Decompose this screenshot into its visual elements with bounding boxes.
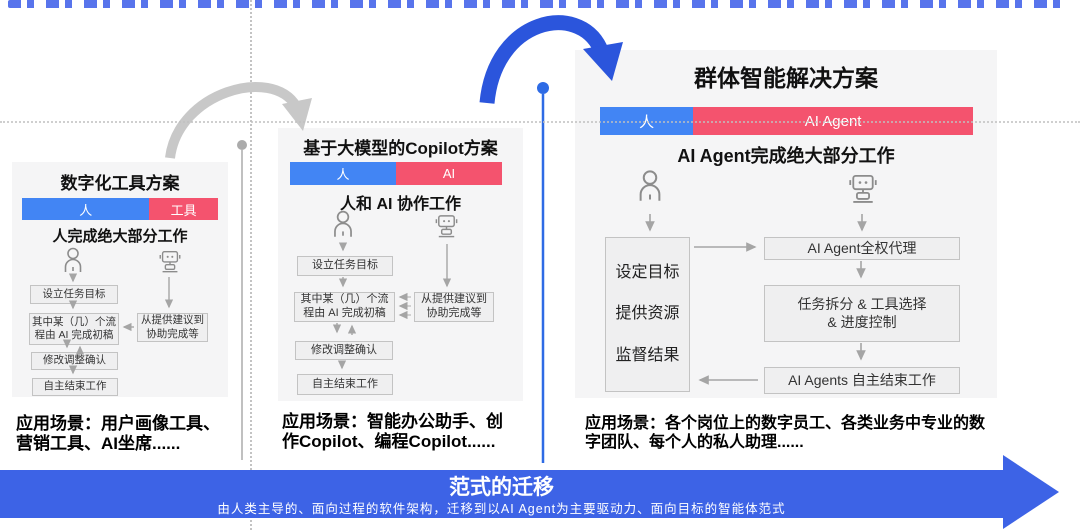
person-icon [639, 170, 661, 201]
panel-title: 群体智能解决方案 [694, 65, 878, 91]
flow-box-task-split: 任务拆分 & 工具选择 & 进度控制 [764, 285, 960, 342]
flow-box-confirm: 修改调整确认 [31, 352, 118, 370]
flow-box-assist: 从提供建议到 协助完成等 [137, 313, 208, 342]
panel-copilot: 基于大模型的Copilot方案 人 AI 人和 AI 协作工作 设立任务目标 其… [278, 128, 523, 401]
flow-box-agent-finish: AI Agents 自主结束工作 [764, 367, 960, 394]
flow-box-assist: 从提供建议到 协助完成等 [414, 292, 494, 322]
human-step-set-goal: 设定目标 [615, 263, 680, 281]
ratio-bar-human: 人 [22, 198, 150, 220]
flow-box-goal: 设立任务目标 [297, 256, 393, 276]
banner-arrowhead [1003, 455, 1059, 529]
flow-box-draft: 其中某（几）个流 程由 AI 完成初稿 [294, 292, 395, 322]
robot-icon [849, 174, 877, 203]
caption-digital-tools: 应用场景：用户画像工具、 营销工具、AI坐席...... [16, 414, 220, 454]
paradigm-banner: 范式的迁移 由人类主导的、面向过程的软件架构，迁移到以AI Agent为主要驱动… [0, 470, 1003, 518]
ratio-bar: 人 工具 [22, 198, 218, 220]
caption-swarm-intelligence: 应用场景：各个岗位上的数字员工、各类业务中专业的数 字团队、每个人的私人助理..… [585, 415, 986, 452]
flow-box-goal: 设立任务目标 [30, 285, 118, 304]
panel-digital-tools: 数字化工具方案 人 工具 人完成绝大部分工作 设立任务目标 其中某（几）个流 程… [12, 162, 228, 397]
vertical-dotted-divider [250, 0, 252, 530]
ratio-bar-human: 人 [290, 162, 396, 185]
timeline-dot-blue [537, 82, 549, 94]
flow-box-confirm: 修改调整确认 [295, 341, 393, 360]
robot-icon [435, 215, 458, 238]
flow-box-draft: 其中某（几）个流 程由 AI 完成初稿 [29, 313, 119, 345]
human-step-supervise-results: 监督结果 [615, 347, 680, 365]
caption-copilot: 应用场景：智能办公助手、创 作Copilot、编程Copilot...... [282, 412, 503, 452]
ratio-bar-tool: 工具 [149, 198, 218, 220]
horizontal-dotted-divider [0, 121, 1080, 123]
person-icon [334, 210, 352, 237]
flow-box-human-role: 设定目标 提供资源 监督结果 [605, 237, 690, 392]
panel-title: 基于大模型的Copilot方案 [303, 139, 498, 158]
flow-box-agent-proxy: AI Agent全权代理 [764, 237, 960, 260]
banner-title: 范式的迁移 [449, 476, 554, 499]
panel-subtitle: AI Agent完成绝大部分工作 [677, 146, 895, 166]
flow-box-finish: 自主结束工作 [32, 378, 118, 396]
ratio-bar-ai: AI [396, 162, 502, 185]
banner-subtitle: 由人类主导的、面向过程的软件架构，迁移到以AI Agent为主要驱动力、面向目标… [217, 502, 786, 516]
arc-arrowhead-gray [282, 98, 312, 131]
clipped-page-title [8, 0, 1072, 8]
panel-subtitle: 人完成绝大部分工作 [52, 228, 188, 245]
timeline-dot-gray [237, 140, 247, 150]
flow-box-finish: 自主结束工作 [297, 374, 393, 395]
person-icon [64, 247, 82, 272]
panel-swarm-intelligence: 群体智能解决方案 人 AI Agent AI Agent完成绝大部分工作 设定目… [575, 50, 997, 398]
panel-title: 数字化工具方案 [60, 174, 180, 193]
robot-icon [159, 251, 181, 273]
panel-subtitle: 人和 AI 协作工作 [340, 196, 461, 213]
human-step-provide-resources: 提供资源 [615, 305, 680, 323]
ratio-bar: 人 AI [290, 162, 502, 185]
